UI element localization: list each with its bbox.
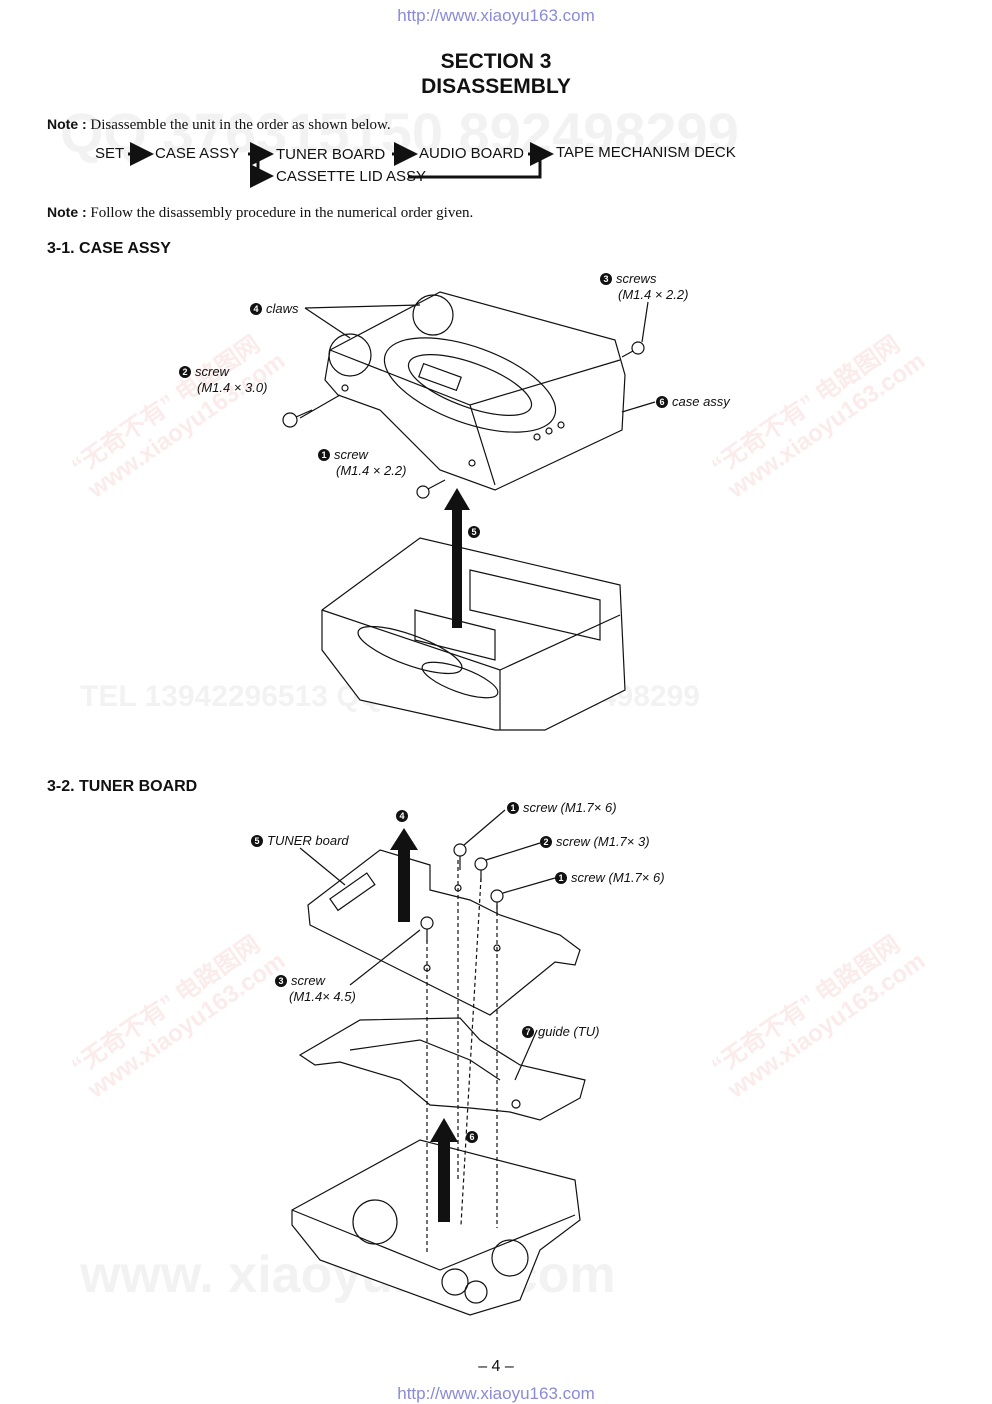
step-number-badge: 6 bbox=[466, 1131, 478, 1143]
section-heading-case-assy: 3-1. CASE ASSY bbox=[47, 240, 171, 257]
label-claws-4: 4 claws bbox=[250, 301, 299, 316]
case-assy-drawing bbox=[282, 291, 656, 731]
flow-set: SET bbox=[95, 145, 125, 162]
label-screw-1b: 1 screw (M1.7× 6) bbox=[555, 870, 665, 885]
step-number-badge: 1 bbox=[507, 802, 519, 814]
screw-icon bbox=[490, 889, 504, 915]
label-text: screw bbox=[195, 364, 229, 379]
section-heading-tuner-board: 3-2. TUNER BOARD bbox=[47, 778, 198, 795]
label-guide-7: 7 guide (TU) bbox=[522, 1024, 599, 1039]
label-text: screws bbox=[616, 271, 657, 286]
note-text: Disassemble the unit in the order as sho… bbox=[90, 117, 391, 133]
flow-tape-deck: TAPE MECHANISM DECK bbox=[556, 144, 736, 161]
flow-cassette-lid: CASSETTE LID ASSY bbox=[276, 168, 427, 185]
label-text: screw (M1.7× 6) bbox=[523, 800, 617, 815]
step-number-badge: 5 bbox=[251, 835, 263, 847]
section-title: DISASSEMBLY bbox=[421, 75, 571, 98]
label-step-4: 4 bbox=[396, 808, 412, 823]
label-text: screw bbox=[334, 447, 368, 462]
section-number: SECTION 3 bbox=[440, 50, 552, 73]
screw-icon bbox=[453, 843, 467, 870]
note-order: Note : Disassemble the unit in the order… bbox=[47, 116, 391, 134]
label-screw-2: 2 screw (M1.4 × 3.0) bbox=[179, 364, 267, 396]
label-text: screw bbox=[291, 973, 325, 988]
note-label: Note : bbox=[47, 116, 87, 132]
step-number-badge: 3 bbox=[275, 975, 287, 987]
label-text: case assy bbox=[672, 394, 730, 409]
label-text: guide (TU) bbox=[538, 1024, 600, 1039]
step-number-badge: 6 bbox=[656, 396, 668, 408]
step-number-badge: 2 bbox=[179, 366, 191, 378]
page-number: – 4 – bbox=[478, 1358, 514, 1375]
step-number-badge: 1 bbox=[555, 872, 567, 884]
step-4-arrow-icon bbox=[390, 828, 418, 922]
step-number-badge: 7 bbox=[522, 1026, 534, 1038]
flow-audio-board: AUDIO BOARD bbox=[419, 145, 525, 162]
label-screw-1: 1 screw (M1.4 × 2.2) bbox=[318, 447, 406, 479]
step-number-badge: 4 bbox=[396, 810, 408, 822]
screw-icon bbox=[420, 916, 434, 942]
screw-icon bbox=[621, 341, 645, 358]
label-screw-2: 2 screw (M1.7× 3) bbox=[540, 834, 650, 849]
flow-tuner-board: TUNER BOARD bbox=[276, 146, 386, 163]
label-tuner-board-5: 5 TUNER board bbox=[251, 833, 349, 848]
label-case-assy-6: 6 case assy bbox=[656, 394, 730, 409]
label-step-6: 6 bbox=[466, 1129, 482, 1144]
note-text: Follow the disassembly procedure in the … bbox=[90, 205, 474, 221]
header-url-link[interactable]: http://www.xiaoyu163.com bbox=[397, 6, 595, 25]
label-spec: (M1.4 × 3.0) bbox=[197, 380, 268, 395]
step-6-arrow-icon bbox=[430, 1118, 458, 1222]
step-number-badge: 2 bbox=[540, 836, 552, 848]
label-text: TUNER board bbox=[267, 833, 349, 848]
label-screws-3: 3 screws (M1.4 × 2.2) bbox=[600, 271, 688, 303]
step-number-badge: 3 bbox=[600, 273, 612, 285]
screw-icon bbox=[416, 479, 446, 499]
step-number-badge: 5 bbox=[468, 526, 480, 538]
tuner-board-drawing bbox=[291, 809, 586, 1316]
note-label: Note : bbox=[47, 204, 87, 220]
label-text: screw (M1.7× 6) bbox=[571, 870, 665, 885]
label-text: claws bbox=[266, 301, 299, 316]
label-step-5: 5 bbox=[468, 524, 484, 539]
flow-arrows bbox=[128, 142, 554, 188]
screw-icon bbox=[282, 409, 313, 428]
step-number-badge: 4 bbox=[250, 303, 262, 315]
label-spec: (M1.4 × 2.2) bbox=[336, 463, 407, 478]
step-5-arrow-icon bbox=[444, 488, 470, 628]
note-procedure: Note : Follow the disassembly procedure … bbox=[47, 204, 473, 222]
screw-icon bbox=[474, 857, 488, 882]
label-spec: (M1.4× 4.5) bbox=[289, 989, 356, 1004]
step-number-badge: 1 bbox=[318, 449, 330, 461]
label-text: screw (M1.7× 3) bbox=[556, 834, 650, 849]
flow-case-assy: CASE ASSY bbox=[155, 145, 240, 162]
label-spec: (M1.4 × 2.2) bbox=[618, 287, 689, 302]
label-screw-1a: 1 screw (M1.7× 6) bbox=[507, 800, 617, 815]
label-screw-3: 3 screw (M1.4× 4.5) bbox=[275, 973, 356, 1005]
footer-url-link[interactable]: http://www.xiaoyu163.com bbox=[397, 1384, 595, 1403]
